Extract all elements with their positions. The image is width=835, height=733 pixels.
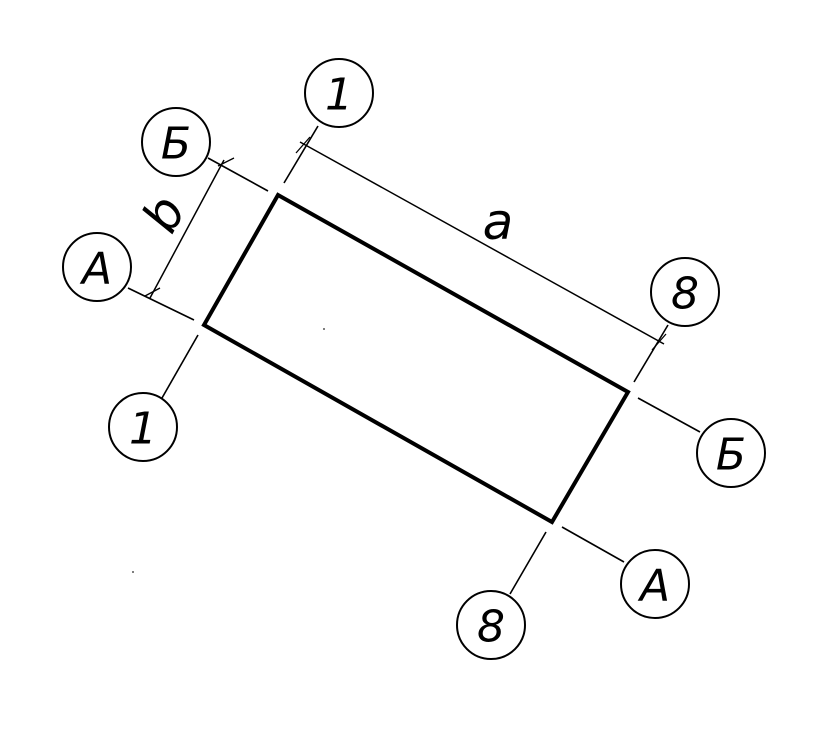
- scan-dot: [132, 571, 134, 573]
- axis-line-B-upper: [207, 157, 269, 192]
- dimension-line-b: [149, 159, 225, 299]
- dimension-tick-a-start: [295, 136, 311, 154]
- axis-line-1-upper: [283, 125, 319, 184]
- svg-text:Б: Б: [716, 430, 746, 481]
- dimension-line-a: [299, 141, 665, 345]
- axis-line-1-lower: [161, 334, 199, 399]
- svg-text:8: 8: [671, 269, 699, 320]
- axis-line-A-lower: [561, 526, 625, 563]
- scan-dot: [323, 328, 325, 330]
- axis-line-8-upper: [633, 324, 669, 383]
- svg-text:A: A: [637, 561, 670, 612]
- axis-bubble-8-bottom: 8: [456, 590, 526, 660]
- dimension-tick-a-end: [651, 333, 667, 351]
- dimension-label-a: a: [483, 193, 514, 251]
- axis-bubble-B-left: Б: [141, 107, 211, 177]
- axis-bubble-1-bottom: 1: [108, 392, 178, 462]
- axis-line-B-lower: [637, 397, 701, 433]
- svg-text:8: 8: [477, 602, 505, 653]
- axis-bubble-A-left: A: [62, 232, 132, 302]
- dimension-label-b: b: [131, 186, 197, 241]
- axis-line-A-upper: [127, 287, 195, 321]
- dimension-tick-b-start: [217, 157, 235, 167]
- axis-bubble-A-right: A: [620, 549, 690, 619]
- building-outline: [201, 192, 631, 525]
- axis-bubble-8-top: 8: [650, 257, 720, 327]
- svg-text:A: A: [79, 244, 112, 295]
- axis-line-8-lower: [509, 531, 547, 595]
- svg-text:1: 1: [325, 70, 353, 121]
- dimension-tick-b-end: [144, 287, 161, 297]
- svg-text:Б: Б: [161, 119, 191, 170]
- svg-text:1: 1: [129, 404, 157, 455]
- axis-bubble-B-right: Б: [696, 418, 766, 488]
- axis-bubble-1-top: 1: [304, 58, 374, 128]
